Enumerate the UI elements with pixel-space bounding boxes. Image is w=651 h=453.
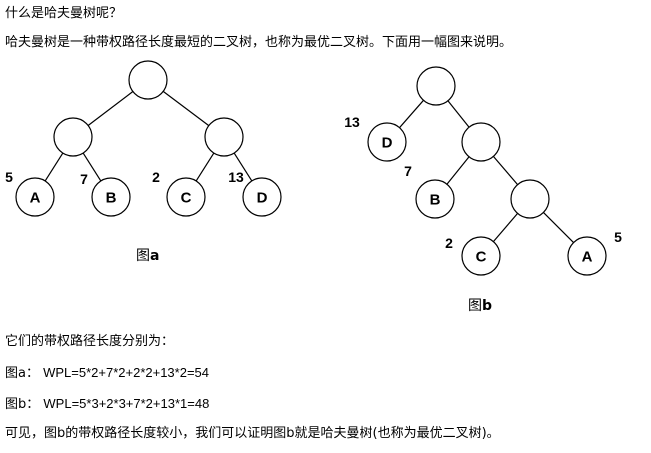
tree-a-node-label-D: D [257, 190, 268, 207]
tree-a-edge-l-B [82, 152, 102, 182]
tree-b-weight-D: 13 [344, 114, 360, 130]
tree-a-edge-root-r [162, 90, 210, 127]
tree-a-node-D [242, 177, 282, 217]
tree-b-node-n3 [510, 179, 550, 219]
tree-a-node-label-A: A [30, 190, 41, 207]
tree-b-node-label-A: A [582, 249, 593, 266]
tree-b-edge-n2-n3 [492, 156, 519, 185]
tree-a-weight-B: 7 [80, 171, 88, 187]
tree-a-node-A [15, 177, 55, 217]
intro-text: 哈夫曼树是一种带权路径长度最短的二叉树，也称为最优二叉树。下面用一幅图来说明。 [5, 35, 513, 50]
formula-b-expr: WPL=5*3+2*3+7*2+13*1=48 [43, 396, 210, 411]
tree-a-weight-A: 5 [5, 169, 13, 185]
formula-b: 图b： WPL=5*3+2*3+7*2+13*1=48 [5, 396, 209, 413]
tree-a-node-label-C: C [181, 190, 192, 207]
formula-a-expr: WPL=5*2+7*2+2*2+13*2=54 [43, 365, 210, 380]
tree-b-weight-B: 7 [404, 163, 412, 179]
tree-b-node-label-B: B [430, 192, 441, 209]
figure-b-caption: 图b [468, 298, 493, 314]
tree-a-node-r [204, 117, 244, 157]
tree-a-node-C [166, 177, 206, 217]
formula-a: 图a： WPL=5*2+7*2+2*2+13*2=54 [5, 365, 209, 382]
tree-a-node-root [128, 60, 168, 100]
tree-b-edge-n2-B [446, 156, 470, 185]
tree-a-node-l [53, 117, 93, 157]
tree-b-node-D [367, 122, 407, 162]
tree-b-weight-A: 5 [614, 229, 622, 245]
tree-a-node-label-B: B [106, 190, 117, 207]
tree-b-node-label-D: D [382, 135, 393, 152]
tree-b-node-A [567, 236, 607, 276]
tree-b-edge-n1-n2 [447, 100, 470, 128]
tree-a-edge-r-D [233, 152, 253, 182]
tree-a-edge-l-A [44, 152, 64, 182]
tree-b-node-label-C: C [476, 249, 487, 266]
tree-a-node-B [91, 177, 131, 217]
tree-b-edge-n3-C [492, 213, 519, 242]
tree-a-edge-root-l [87, 91, 134, 126]
tree-b-node-C [461, 236, 501, 276]
tree-b-edge-n3-A [543, 212, 574, 243]
tree-b-node-B [415, 179, 455, 219]
tree-a: A 5B 7C 2D 13 [5, 60, 282, 217]
tree-b-weight-C: 2 [445, 235, 453, 251]
tree-b: D 13B 7C 2A 5 [344, 66, 622, 276]
formula-b-prefix: 图b： [5, 397, 40, 412]
figure-a-caption: 图a [136, 248, 160, 264]
tree-a-weight-D: 13 [228, 169, 244, 185]
wpl-intro: 它们的带权路径长度分别为： [5, 334, 175, 349]
tree-b-edge-n1-D [399, 99, 424, 129]
formula-a-prefix: 图a： [5, 366, 39, 381]
tree-a-weight-C: 2 [152, 169, 160, 185]
tree-b-node-n1 [416, 66, 456, 106]
tree-b-node-n2 [461, 122, 501, 162]
tree-a-edge-r-C [195, 152, 215, 182]
conclusion-text: 可见，图b的带权路径长度较小，我们可以证明图b就是哈夫曼树(也称为最优二叉树)。 [5, 426, 500, 441]
heading: 什么是哈夫曼树呢？ [5, 6, 123, 21]
